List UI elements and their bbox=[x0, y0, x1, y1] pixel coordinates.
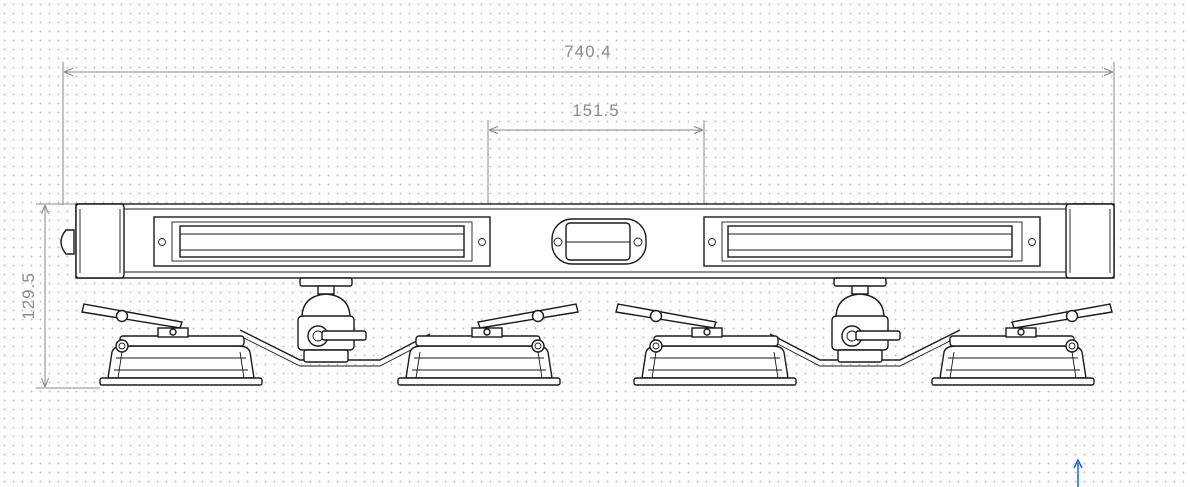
dimension-label-center-spacing: 151.5 bbox=[572, 101, 620, 120]
dimension-center-spacing: 151.5 bbox=[487, 101, 705, 222]
dimension-overall-height: 129.5 bbox=[19, 203, 100, 389]
left-ball-mount bbox=[297, 277, 367, 363]
suction-cup-2 bbox=[397, 303, 579, 386]
axis-indicator-arrow bbox=[1073, 458, 1083, 487]
dimension-overall-length: 740.4 bbox=[62, 42, 1115, 205]
light-bar-body bbox=[60, 203, 1115, 279]
suction-cup-1 bbox=[81, 303, 263, 386]
suction-cup-3 bbox=[615, 303, 797, 386]
dimension-label-overall-height: 129.5 bbox=[19, 272, 38, 320]
suction-cup-4 bbox=[931, 303, 1113, 386]
right-ball-mount bbox=[831, 277, 901, 363]
dimension-label-overall-length: 740.4 bbox=[564, 42, 612, 61]
